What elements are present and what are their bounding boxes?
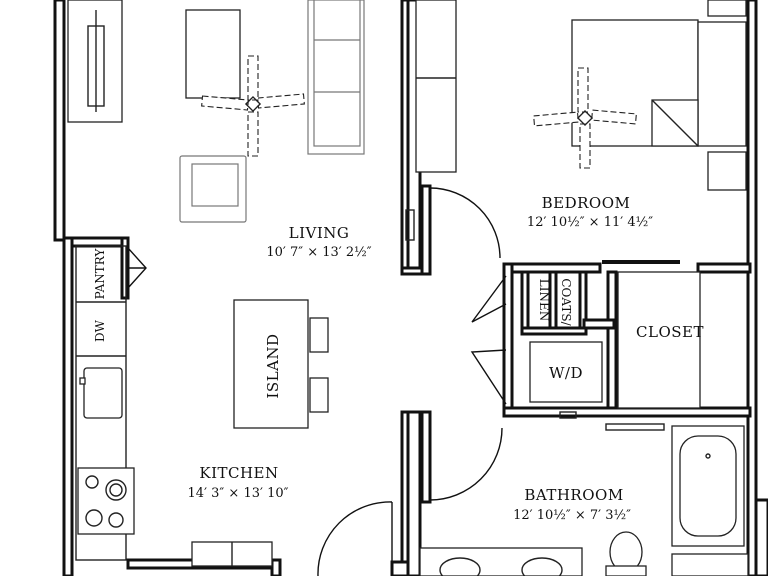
burner-4 <box>108 512 124 528</box>
nightstand-1 <box>707 0 747 17</box>
burner-2-inner <box>109 483 123 497</box>
living-furniture <box>67 0 365 429</box>
bath-cabinet <box>671 553 749 576</box>
wd-bifold-door <box>470 349 507 405</box>
bedroom-furniture <box>405 0 747 241</box>
linen-label: LINEN <box>537 279 551 321</box>
headboard <box>697 21 747 147</box>
dresser <box>415 0 457 173</box>
wall-kitchen-top <box>62 236 130 248</box>
bathroom-dims: 12′ 10½″ × 7′ 3½″ <box>513 508 631 523</box>
wall-heater <box>405 209 415 241</box>
wall-kitchen-bottom-end <box>270 558 282 576</box>
bathroom-fixtures <box>419 425 749 576</box>
wall-bathroom-top <box>502 406 752 418</box>
wall-right <box>746 0 758 576</box>
wall-closet-stub <box>582 318 616 330</box>
sofa-cushions <box>313 0 361 147</box>
sink-1 <box>439 557 481 576</box>
tub-drain <box>705 453 711 459</box>
kitchen-sink <box>83 367 123 419</box>
wall-linen-bottom <box>520 326 588 336</box>
wall-pantry <box>120 236 130 300</box>
armchair-seat <box>191 163 239 207</box>
washer-dryer <box>529 341 603 403</box>
doors <box>127 187 507 576</box>
labels: LIVING 10′ 7″ × 13′ 2½″ BEDROOM 12′ 10½″… <box>93 194 704 523</box>
bedroom-door-swing <box>429 187 501 259</box>
sink-2 <box>521 557 563 576</box>
vanity <box>419 547 583 576</box>
closet-shelf <box>617 271 701 409</box>
faucet <box>79 377 86 385</box>
ceiling-fan-living <box>201 55 305 157</box>
bathroom-label: BATHROOM <box>524 486 623 504</box>
kitchen-dims: 14′ 3″ × 13′ 10″ <box>188 486 289 501</box>
wall-left-upper <box>53 0 66 242</box>
living-dims: 10′ 7″ × 13′ 2½″ <box>266 245 371 260</box>
stool-1 <box>309 317 329 353</box>
wall-bathroom-door-jamb <box>420 410 432 504</box>
range <box>77 467 135 535</box>
closet-fixtures <box>529 271 701 431</box>
wall-left-lower <box>62 236 74 576</box>
toilet-tank <box>605 565 647 576</box>
wall-bedroom-bottom-right <box>696 262 752 274</box>
burner-2 <box>105 479 127 501</box>
wall-bedroom-door-jamb <box>420 184 432 276</box>
ceiling-fan-bedroom <box>533 67 637 169</box>
kitchen-fixtures <box>75 245 273 567</box>
island-label: ISLAND <box>264 333 282 398</box>
burner-1 <box>85 475 99 489</box>
coats-label: COATS/ <box>559 278 573 326</box>
vent <box>559 411 577 419</box>
wall-closet-left <box>606 270 618 414</box>
tv-console <box>67 0 123 123</box>
kitchen-counter <box>75 245 127 561</box>
towel-bar <box>605 423 665 431</box>
island <box>233 299 309 429</box>
dw-label: DW <box>93 319 107 342</box>
desk <box>185 9 241 99</box>
pantry-label: PANTRY <box>93 248 107 300</box>
wd-label: W/D <box>549 364 583 382</box>
linen-bifold-door <box>471 275 507 323</box>
wall-bathroom-left-inner <box>406 410 422 576</box>
bathtub-basin <box>679 435 737 537</box>
wall-far-right <box>754 498 768 576</box>
bedroom-dims: 12′ 10½″ × 11′ 4½″ <box>527 215 653 230</box>
wall-bath-bottom-stub <box>390 560 410 576</box>
bedroom-label: BEDROOM <box>542 194 631 212</box>
kitchen-label: KITCHEN <box>199 464 278 482</box>
bed-fold-line <box>651 99 699 147</box>
bathroom-door-swing <box>429 427 503 501</box>
entry-door-swing <box>317 501 393 576</box>
wall-linen-left <box>520 270 530 336</box>
wall-hall-closet-left <box>502 262 514 416</box>
closet-label: CLOSET <box>636 323 704 341</box>
stool-2 <box>309 377 329 413</box>
burner-3 <box>85 509 103 527</box>
nightstand-2 <box>707 151 747 191</box>
living-label: LIVING <box>289 224 350 242</box>
